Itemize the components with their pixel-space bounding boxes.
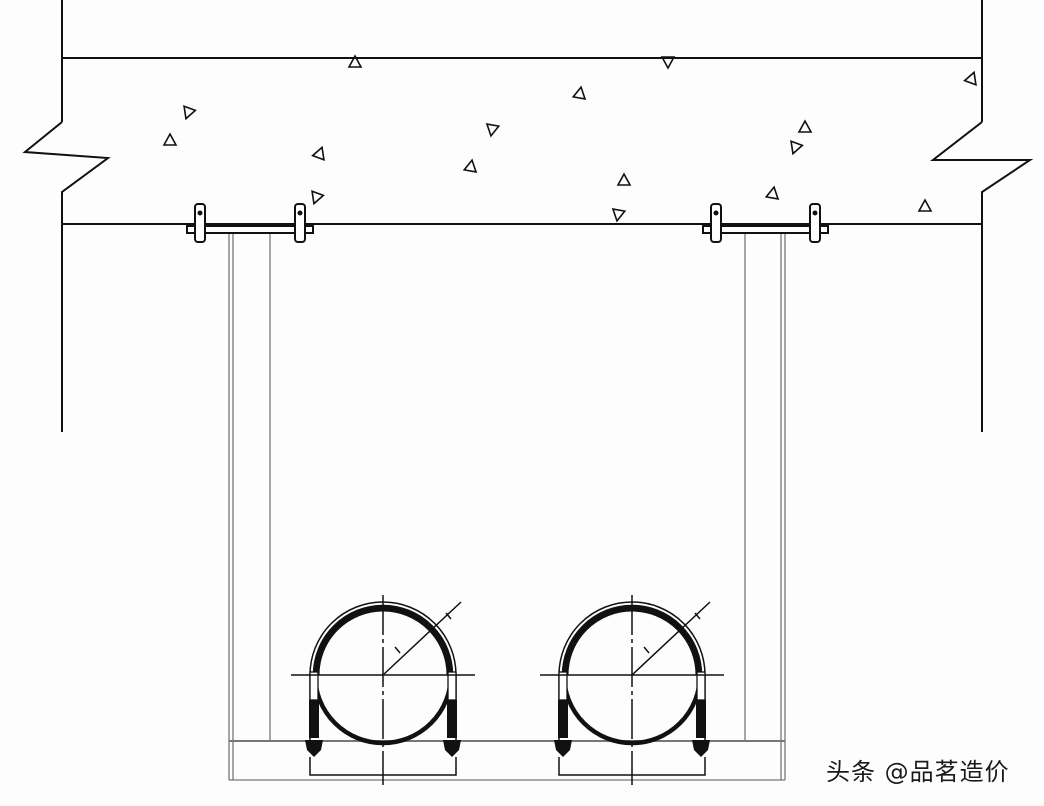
aggregate-triangle — [764, 185, 780, 200]
concrete-aggregate-marks — [162, 54, 977, 223]
aggregate-triangle — [797, 119, 813, 133]
nut — [558, 700, 568, 738]
dimension-line — [558, 757, 706, 776]
aggregate-triangle — [790, 140, 804, 156]
dimension-line — [309, 757, 457, 776]
expansion-bolt — [294, 203, 306, 243]
aggregate-triangle — [660, 56, 676, 70]
aggregate-triangle — [183, 105, 197, 121]
radius-leader — [631, 601, 711, 676]
aggregate-triangle — [485, 123, 501, 138]
anchor-bracket — [702, 203, 829, 243]
pipe-assembly — [540, 595, 724, 785]
aggregate-triangle — [917, 198, 933, 212]
aggregate-triangle — [616, 172, 632, 186]
aggregate-triangle — [963, 70, 977, 86]
left-break-line — [22, 121, 111, 432]
expansion-bolt — [710, 203, 722, 243]
aggregate-triangle — [311, 145, 325, 161]
expansion-bolt — [194, 203, 206, 243]
radius-leader — [382, 601, 462, 676]
aggregate-triangle — [462, 158, 478, 173]
expansion-bolt — [809, 203, 821, 243]
pipes-with-u-bolts — [291, 595, 724, 785]
aggregate-triangle — [311, 190, 325, 206]
nut — [447, 700, 457, 738]
aggregate-triangle — [162, 132, 178, 146]
aggregate-triangle — [611, 208, 627, 223]
structure — [22, 0, 1034, 432]
anchor-bracket — [186, 203, 314, 243]
anchor-brackets — [186, 203, 829, 243]
aggregate-triangle — [571, 85, 587, 100]
watermark: 头条 @品茗造价 — [826, 758, 1010, 786]
nut — [696, 700, 706, 738]
right-break-line — [930, 121, 1034, 432]
aggregate-triangle — [347, 54, 363, 68]
pipe-assembly — [291, 595, 475, 785]
nut — [309, 700, 319, 738]
